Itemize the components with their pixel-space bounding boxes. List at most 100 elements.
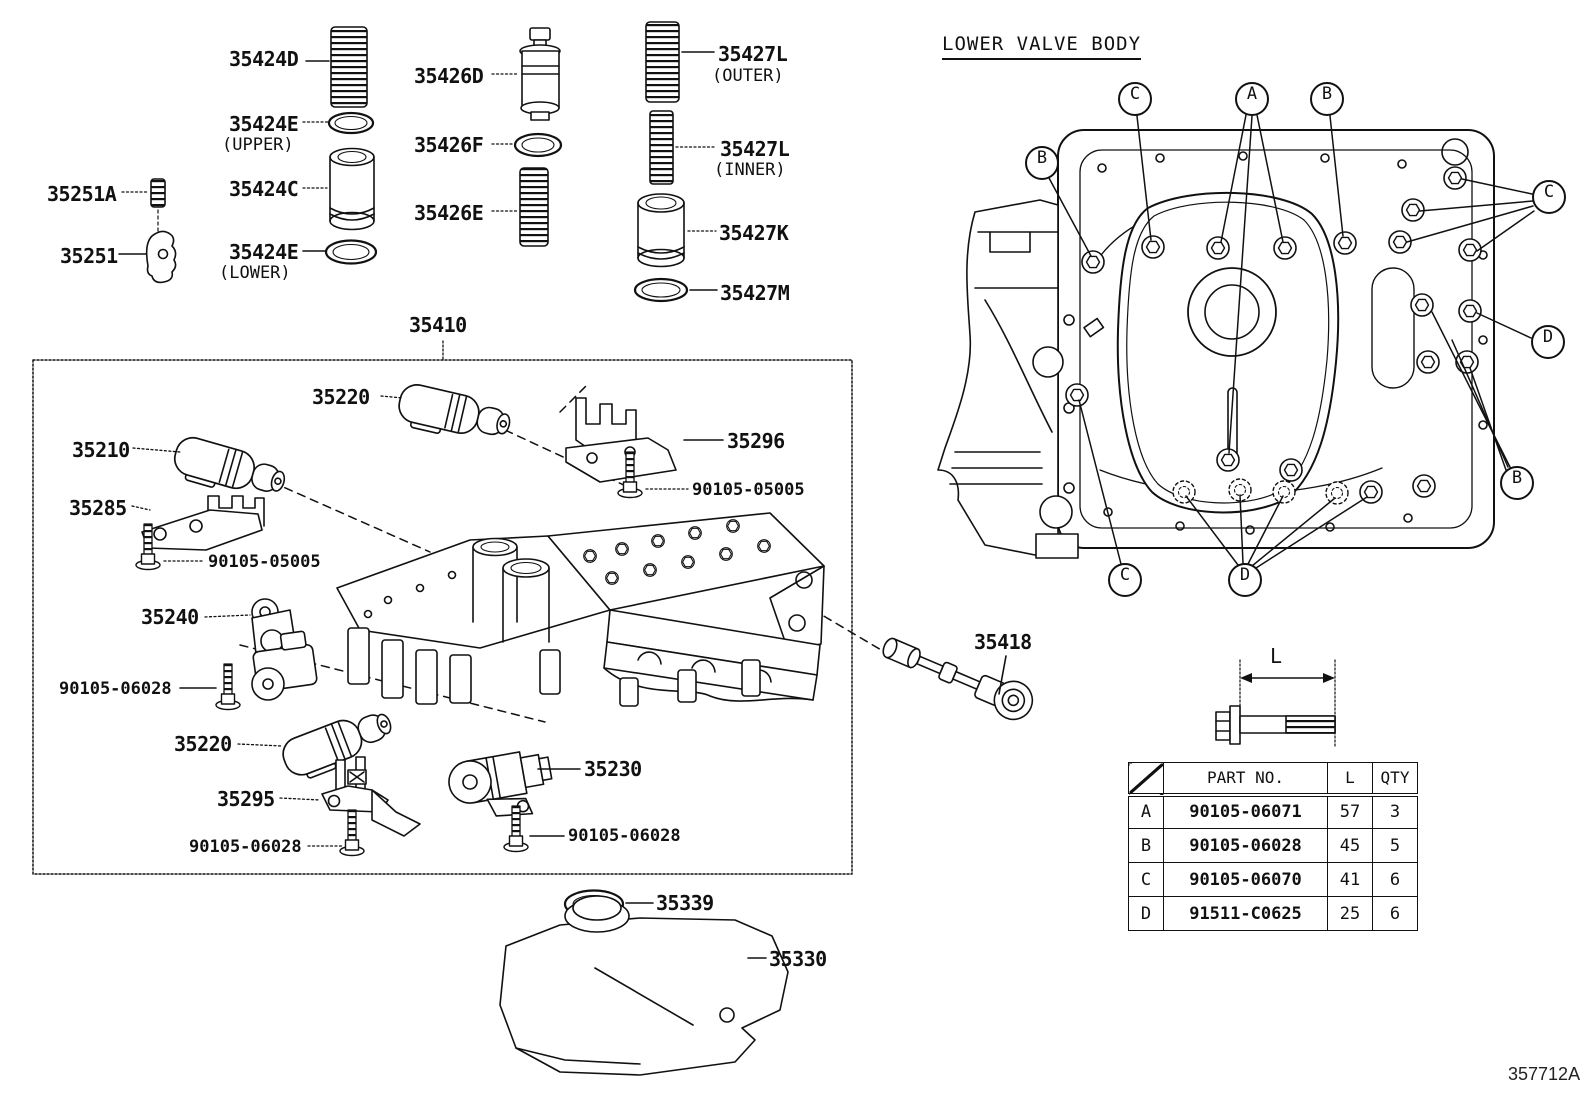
table-row-d-length: 25 <box>1327 896 1373 931</box>
clamp-35240-drawing <box>204 598 318 701</box>
table-header-length: L <box>1327 762 1373 797</box>
part-label-35410: 35410 <box>409 313 467 337</box>
table-row-d-part-no: 91511-C0625 <box>1163 896 1328 931</box>
diagram-code: 357712A <box>1508 1064 1581 1084</box>
part-label-35427l-inner: 35427L <box>720 137 790 161</box>
table-corner-cell <box>1128 762 1164 797</box>
bolt-90105-06028-2-drawing <box>339 809 365 857</box>
bracket-35296-drawing <box>565 397 724 483</box>
part-label-35220-top: 35220 <box>312 385 370 409</box>
sleeve-35427k-drawing <box>637 193 717 268</box>
table-row-c-part-no: 90105-06070 <box>1163 862 1328 897</box>
callout-c-1: C <box>1118 82 1152 116</box>
oring-35424e-upper-drawing <box>302 111 375 135</box>
callout-d-1: D <box>1531 325 1565 359</box>
solenoid-35210-drawing <box>168 432 290 507</box>
table-row-a: A 90105-06071 57 3 <box>1128 794 1418 829</box>
part-label-90105-06028-1: 90105-06028 <box>59 679 172 699</box>
table-row-b: B 90105-06028 45 5 <box>1128 828 1418 863</box>
part-label-35251a: 35251A <box>47 182 117 206</box>
part-label-35427m: 35427M <box>720 281 790 305</box>
part-sublabel-outer: (OUTER) <box>712 66 784 86</box>
bolt-size-table: PART NO. L QTY A 90105-06071 57 3 B 9010… <box>1128 762 1418 931</box>
table-row-b-length: 45 <box>1327 828 1373 863</box>
part-label-35424c: 35424C <box>229 177 299 201</box>
callout-c-3: C <box>1108 563 1142 597</box>
dimension-label: L <box>1270 644 1283 668</box>
callout-c-2: C <box>1532 180 1566 214</box>
part-label-35424e-upper: 35424E <box>229 112 299 136</box>
table-row-b-key: B <box>1128 828 1164 863</box>
spring-35424d-drawing <box>305 26 368 108</box>
part-label-90105-05005-right: 90105-05005 <box>692 480 805 500</box>
part-label-35427l-outer: 35427L <box>718 42 788 66</box>
assembly-box-35410 <box>32 340 853 875</box>
table-row-c: C 90105-06070 41 6 <box>1128 862 1418 897</box>
valve-body-assembly-drawing <box>336 512 825 707</box>
part-label-90105-05005-left: 90105-05005 <box>208 552 321 572</box>
part-label-35220-lower: 35220 <box>174 732 232 756</box>
spring-35427l-inner-drawing <box>649 110 717 185</box>
table-header-qty: QTY <box>1372 762 1418 797</box>
sleeve-35424c-drawing <box>302 147 375 231</box>
valve-35251-drawing <box>118 230 177 284</box>
part-label-35230: 35230 <box>584 757 642 781</box>
bracket-35285-drawing <box>131 495 265 551</box>
table-row-d: D 91511-C0625 25 6 <box>1128 896 1418 931</box>
table-header-row: PART NO. L QTY <box>1128 762 1418 797</box>
table-row-a-part-no: 90105-06071 <box>1163 794 1328 829</box>
part-label-35418: 35418 <box>974 630 1032 654</box>
part-label-35285: 35285 <box>69 496 127 520</box>
section-title: LOWER VALVE BODY <box>942 33 1142 60</box>
part-label-35424e-lower: 35424E <box>229 240 299 264</box>
spring-35426e-drawing <box>491 167 549 247</box>
solenoid-35230-drawing <box>448 751 553 817</box>
lower-valve-body-illustration <box>937 129 1495 559</box>
part-sublabel-upper: (UPPER) <box>222 135 294 155</box>
callout-b-3: B <box>1500 466 1534 500</box>
part-label-35427k: 35427K <box>719 221 789 245</box>
valve-35418-drawing <box>882 637 1034 721</box>
callout-leader-lines <box>1048 114 1535 569</box>
oring-35424e-lower-drawing <box>302 239 378 265</box>
part-label-35240: 35240 <box>141 605 199 629</box>
part-label-35339: 35339 <box>656 891 714 915</box>
table-row-c-qty: 6 <box>1372 862 1418 897</box>
callout-d-2: D <box>1228 563 1262 597</box>
table-row-c-key: C <box>1128 862 1164 897</box>
table-row-a-length: 57 <box>1327 794 1373 829</box>
oring-35426f-drawing <box>491 132 563 158</box>
table-row-d-key: D <box>1128 896 1164 931</box>
callout-a-1: A <box>1235 82 1269 116</box>
part-label-90105-06028-2: 90105-06028 <box>189 837 302 857</box>
bracket-35295-drawing <box>279 756 421 837</box>
part-label-35426f: 35426F <box>414 133 484 157</box>
table-row-c-length: 41 <box>1327 862 1373 897</box>
callout-b-2: B <box>1310 82 1344 116</box>
oring-35427m-drawing <box>633 277 718 303</box>
part-label-35330: 35330 <box>769 947 827 971</box>
oil-strainer-35330-drawing <box>499 895 789 1076</box>
callout-b-1: B <box>1025 146 1059 180</box>
table-header-part-no: PART NO. <box>1163 762 1328 797</box>
table-row-a-qty: 3 <box>1372 794 1418 829</box>
solenoid-valve-35426d-drawing <box>491 27 561 121</box>
part-label-35426d: 35426D <box>414 64 484 88</box>
table-row-d-qty: 6 <box>1372 896 1418 931</box>
table-row-b-part-no: 90105-06028 <box>1163 828 1328 863</box>
table-row-a-key: A <box>1128 794 1164 829</box>
spring-35427l-outer-drawing <box>645 21 715 103</box>
part-label-35424d: 35424D <box>229 47 299 71</box>
solenoid-35220-top-drawing <box>393 380 515 450</box>
part-label-35426e: 35426E <box>414 201 484 225</box>
part-label-35295: 35295 <box>217 787 275 811</box>
spring-35251a-drawing <box>121 178 166 232</box>
table-row-b-qty: 5 <box>1372 828 1418 863</box>
part-label-90105-06028-3: 90105-06028 <box>568 826 681 846</box>
part-sublabel-inner: (INNER) <box>714 160 786 180</box>
bolt-90105-06028-1-drawing <box>215 663 241 711</box>
bolt-length-dimension-drawing <box>1215 659 1336 747</box>
part-sublabel-lower: (LOWER) <box>219 263 291 283</box>
